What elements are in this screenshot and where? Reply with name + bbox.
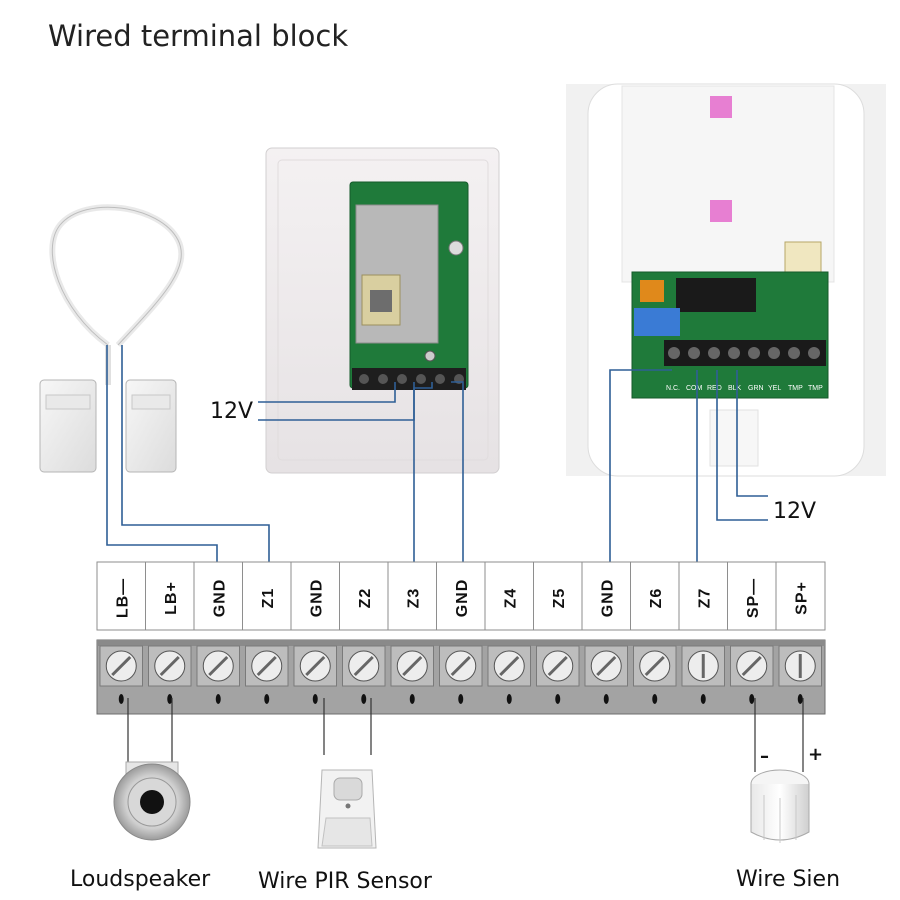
page-title: Wired terminal block (48, 19, 348, 53)
wire-entry-hole (797, 694, 803, 704)
wire-entry-hole (118, 694, 124, 704)
terminal-label-1-lbminus: LB— (114, 578, 131, 618)
pir-sensor-icon (317, 698, 377, 849)
pcb-label-com: COM (686, 385, 703, 392)
screw-slot (402, 655, 423, 677)
terminal-label-11-gnd: GND (599, 579, 616, 618)
curtain-detector-icon: N.C. COM RED BLK GRN YEL TMP TMP (566, 83, 886, 477)
pcb-label-tmp-2: TMP (808, 385, 823, 392)
wire-entry-hole (603, 694, 609, 704)
wire-entry-hole (312, 694, 318, 704)
screw-terminal-block (96, 639, 826, 715)
screw-slot (208, 655, 229, 677)
screw-slot (499, 655, 520, 677)
loudspeaker-icon (113, 698, 191, 841)
wire-entry-hole (700, 694, 706, 704)
terminal-label-14-spminus: SP— (745, 578, 762, 618)
pcb-label-nc: N.C. (666, 385, 680, 392)
wire-entry-hole (749, 694, 755, 704)
terminal-label-5-gnd: GND (308, 579, 325, 618)
wire-entry-hole (409, 694, 415, 704)
terminal-label-8-gnd: GND (454, 579, 471, 618)
screw-slot (741, 655, 762, 677)
wire-entry-hole (458, 694, 464, 704)
terminal-label-6-z2: Z2 (357, 588, 374, 609)
pir-board-screws (359, 374, 464, 384)
siren-plus-label: + (808, 744, 823, 765)
siren-caption: Wire Sien (736, 867, 840, 892)
curtain-board-screws (668, 347, 820, 359)
screw-slot (353, 655, 374, 677)
terminal-label-13-z7: Z7 (696, 588, 713, 609)
pcb-label-yel: YEL (768, 385, 781, 392)
screw-slot (256, 655, 277, 677)
pcb-label-grn: GRN (748, 385, 764, 392)
pcb-label-blk: BLK (728, 385, 742, 392)
siren-minus-label: – (760, 746, 769, 767)
wire-entry-hole (361, 694, 367, 704)
pcb-label-red: RED (707, 385, 722, 392)
terminal-label-7-z3: Z3 (405, 588, 422, 609)
terminal-label-9-z4: Z4 (502, 588, 519, 609)
pcb-terminal-labels: N.C. COM RED BLK GRN YEL TMP TMP (666, 385, 823, 392)
screw-slot (159, 655, 180, 677)
connection-wires (106, 345, 768, 565)
terminal-label-10-z5: Z5 (551, 588, 568, 609)
screw-slot (547, 655, 568, 677)
pir-12v-label: 12V (210, 399, 253, 424)
screw-slot (596, 655, 617, 677)
pcb-label-tmp-1: TMP (788, 385, 803, 392)
terminal-label-2-lbplus: LB+ (163, 581, 180, 615)
screw-slot (450, 655, 471, 677)
wire-entry-hole (167, 694, 173, 704)
terminal-label-strip: LB— LB+ GND Z1 GND Z2 Z3 GND Z4 Z5 GND Z6 Z7 SP— SP+ (96, 561, 826, 631)
wire-entry-hole (215, 694, 221, 704)
terminal-label-4-z1: Z1 (260, 588, 277, 609)
pir-board-icon (265, 147, 500, 474)
terminal-label-15-spplus: SP+ (793, 581, 810, 615)
curtain-12v-label: 12V (773, 499, 816, 524)
loudspeaker-caption: Loudspeaker (70, 867, 211, 892)
screw-slot (644, 655, 665, 677)
screw-slot (305, 655, 326, 677)
screw-slot (111, 655, 132, 677)
wire-entry-hole (264, 694, 270, 704)
siren-icon (750, 698, 810, 843)
door-magnet-icon (39, 204, 185, 473)
wire-entry-hole (652, 694, 658, 704)
terminal-label-12-z6: Z6 (648, 588, 665, 609)
wire-entry-hole (555, 694, 561, 704)
pir-sensor-caption: Wire PIR Sensor (258, 869, 433, 894)
wire-entry-hole (506, 694, 512, 704)
terminal-label-3-gnd: GND (211, 579, 228, 618)
